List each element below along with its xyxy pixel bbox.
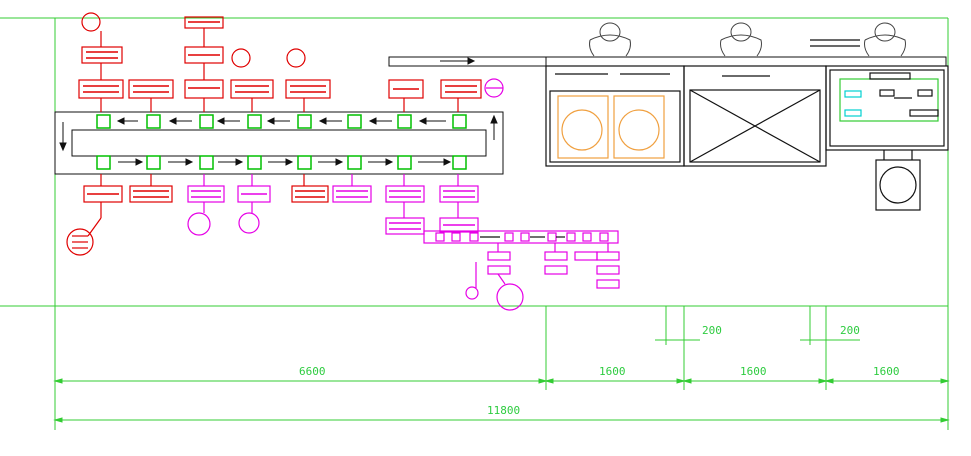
transfer-rail — [388, 56, 947, 67]
upper-label-glyphs — [83, 21, 477, 93]
conveyor-arrow-icon — [168, 117, 192, 125]
conveyor-arrows — [116, 117, 452, 166]
conveyor-arrow-icon — [218, 158, 244, 166]
station-four — [810, 39, 949, 211]
conveyor-arrow-icon — [418, 158, 452, 166]
conveyor-arrow-icon — [368, 117, 392, 125]
motor-icon — [231, 48, 251, 68]
operator-icon — [720, 22, 762, 57]
dim-segment-2: 1600 — [599, 365, 626, 378]
lower-process-labels — [66, 174, 479, 256]
operators — [589, 22, 906, 57]
conveyor-arrow-icon — [368, 158, 394, 166]
conveyor-arrow-icon — [268, 158, 294, 166]
conveyor-arrow-icon — [216, 117, 240, 125]
station-box-icon — [199, 114, 214, 129]
conveyor-arrow-icon — [418, 117, 446, 125]
dim-gap-2: 200 — [840, 324, 860, 337]
dim-segment-4: 1600 — [873, 365, 900, 378]
station-box-icon — [247, 114, 262, 129]
motor-icon — [238, 212, 260, 234]
dimension-lines — [53, 339, 950, 423]
motor-icon — [496, 283, 524, 311]
upper-process-labels — [78, 12, 482, 112]
station-box-icon — [96, 114, 111, 129]
motor-icon — [66, 228, 94, 256]
station-box-icon — [96, 155, 111, 170]
station-box-icon — [397, 114, 412, 129]
station-box-icon — [297, 155, 312, 170]
upper-magenta-item — [484, 78, 504, 98]
dim-overall: 11800 — [487, 404, 520, 417]
station-box-icon — [397, 155, 412, 170]
station-box-icon — [146, 155, 161, 170]
station-two — [545, 65, 685, 167]
conveyor-arrow-icon — [318, 158, 344, 166]
dim-segment-1: 6600 — [299, 365, 326, 378]
dim-gap-1: 200 — [702, 324, 722, 337]
operator-icon — [589, 22, 631, 57]
station-box-icon — [452, 114, 467, 129]
sub-conveyor — [423, 230, 620, 311]
motor-icon — [286, 48, 306, 68]
motor-icon — [187, 212, 211, 236]
conveyor-arrow-icon — [168, 158, 194, 166]
lower-label-glyphs — [87, 190, 475, 230]
station-box-icon — [347, 155, 362, 170]
conveyor-stations — [96, 114, 467, 170]
dimension-labels: 6600 1600 1600 1600 11800 200 200 — [299, 324, 900, 417]
station-box-icon — [347, 114, 362, 129]
motor-icon — [81, 12, 101, 32]
conveyor-arrow-icon — [116, 117, 138, 125]
station-box-icon — [247, 155, 262, 170]
station-box-icon — [297, 114, 312, 129]
motor-icon — [465, 286, 479, 300]
station-three — [683, 65, 827, 167]
conveyor-arrow-icon — [118, 158, 144, 166]
conveyor-loop — [54, 111, 504, 175]
conveyor-arrow-icon — [266, 117, 290, 125]
station-box-icon — [199, 155, 214, 170]
conveyor-arrow-icon — [318, 117, 342, 125]
station-box-icon — [146, 114, 161, 129]
operator-icon — [864, 22, 906, 57]
station-box-icon — [452, 155, 467, 170]
motor-icon — [879, 166, 917, 204]
dim-segment-3: 1600 — [740, 365, 767, 378]
